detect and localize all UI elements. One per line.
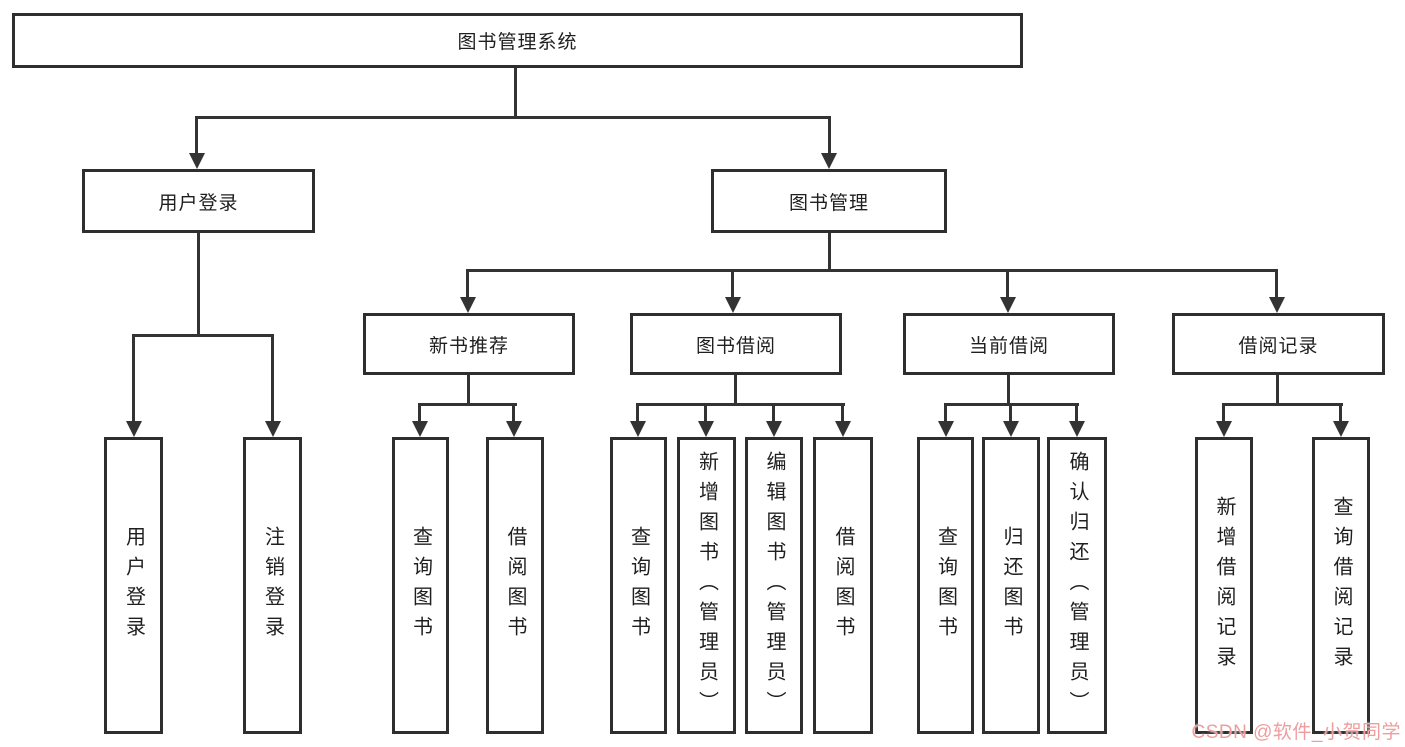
connector-line: [512, 403, 515, 424]
connector-line: [514, 68, 517, 118]
connector-line: [731, 269, 734, 300]
node-label: 借阅记录: [1238, 335, 1319, 357]
connector-line: [1009, 403, 1012, 424]
arrowhead-down-icon: [506, 421, 522, 437]
leaf-borrow-books-2: 借阅图书: [813, 437, 873, 734]
arrowhead-down-icon: [412, 421, 428, 437]
connector-line: [466, 269, 469, 300]
arrowhead-down-icon: [835, 421, 851, 437]
node-label: 图书管理: [788, 192, 869, 214]
leaf-edit-book-admin: 编辑图书（管理员）: [745, 437, 803, 734]
connector-line: [1275, 269, 1278, 300]
connector-line: [271, 334, 274, 423]
node-label: 编辑图书（管理员）: [763, 450, 785, 721]
arrowhead-down-icon: [189, 153, 205, 169]
node-user-login: 用户登录: [82, 169, 315, 233]
leaf-user-login: 用户登录: [104, 437, 163, 734]
arrowhead-down-icon: [1000, 297, 1016, 313]
arrowhead-down-icon: [1333, 421, 1349, 437]
arrowhead-down-icon: [725, 297, 741, 313]
connector-line: [704, 403, 707, 424]
node-label: 注销登录: [261, 525, 284, 646]
connector-line: [195, 116, 831, 119]
leaf-add-borrow-record: 新增借阅记录: [1195, 437, 1253, 734]
leaf-query-books-2: 查询图书: [610, 437, 667, 734]
arrowhead-down-icon: [1216, 421, 1232, 437]
node-new-book-recommend: 新书推荐: [363, 313, 575, 375]
connector-line: [828, 233, 831, 272]
node-label: 查询图书: [409, 525, 432, 646]
connector-line: [1007, 375, 1010, 406]
leaf-query-borrow-record: 查询借阅记录: [1312, 437, 1370, 734]
node-borrow-record: 借阅记录: [1172, 313, 1385, 375]
node-label: 图书借阅: [695, 335, 776, 357]
node-label: 归还图书: [1000, 525, 1022, 646]
node-label: 查询借阅记录: [1330, 495, 1352, 676]
arrowhead-down-icon: [460, 297, 476, 313]
node-label: 用户登录: [122, 525, 145, 646]
connector-line: [772, 403, 775, 424]
node-label: 确认归还（管理员）: [1066, 450, 1088, 721]
connector-line: [828, 116, 831, 155]
connector-line: [195, 116, 198, 155]
node-book-borrow: 图书借阅: [630, 313, 842, 375]
leaf-query-books-3: 查询图书: [917, 437, 974, 734]
node-label: 查询图书: [627, 525, 650, 646]
leaf-logout: 注销登录: [243, 437, 302, 734]
leaf-return-book: 归还图书: [982, 437, 1040, 734]
node-current-borrow: 当前借阅: [903, 313, 1115, 375]
connector-line: [132, 334, 274, 337]
connector-line: [734, 375, 737, 406]
csdn-watermark: CSDN @软件_小贺同学: [1191, 722, 1401, 743]
connector-line: [197, 233, 200, 337]
connector-line: [636, 403, 845, 406]
node-label: 新增借阅记录: [1213, 495, 1235, 676]
arrowhead-down-icon: [698, 421, 714, 437]
node-book-management: 图书管理: [711, 169, 947, 233]
connector-line: [1006, 269, 1009, 300]
arrowhead-down-icon: [766, 421, 782, 437]
connector-line: [132, 334, 135, 423]
node-label: 新书推荐: [428, 335, 509, 357]
leaf-add-book-admin: 新增图书（管理员）: [677, 437, 736, 734]
node-label: 借阅图书: [832, 525, 854, 646]
arrowhead-down-icon: [1069, 421, 1085, 437]
arrowhead-down-icon: [821, 153, 837, 169]
node-label: 新增图书（管理员）: [695, 450, 718, 721]
connector-line: [1339, 403, 1342, 424]
arrowhead-down-icon: [938, 421, 954, 437]
connector-line: [466, 269, 1278, 272]
node-label: 借阅图书: [504, 525, 526, 646]
connector-line: [944, 403, 947, 424]
node-label: 用户登录: [158, 192, 239, 214]
arrowhead-down-icon: [126, 421, 142, 437]
node-label: 查询图书: [934, 525, 957, 646]
leaf-confirm-return-admin: 确认归还（管理员）: [1047, 437, 1107, 734]
node-library-system: 图书管理系统: [12, 13, 1023, 68]
arrowhead-down-icon: [630, 421, 646, 437]
connector-line: [1222, 403, 1343, 406]
connector-line: [1075, 403, 1078, 424]
connector-line: [841, 403, 844, 424]
connector-line: [1276, 375, 1279, 406]
node-label: 当前借阅: [968, 335, 1049, 357]
connector-line: [418, 403, 517, 406]
arrowhead-down-icon: [1003, 421, 1019, 437]
leaf-query-books-1: 查询图书: [392, 437, 449, 734]
connector-line: [1222, 403, 1225, 424]
arrowhead-down-icon: [265, 421, 281, 437]
connector-line: [418, 403, 421, 424]
connector-line: [467, 375, 470, 406]
node-label: 图书管理系统: [457, 32, 578, 53]
leaf-borrow-books-1: 借阅图书: [486, 437, 544, 734]
connector-line: [636, 403, 639, 424]
arrowhead-down-icon: [1269, 297, 1285, 313]
